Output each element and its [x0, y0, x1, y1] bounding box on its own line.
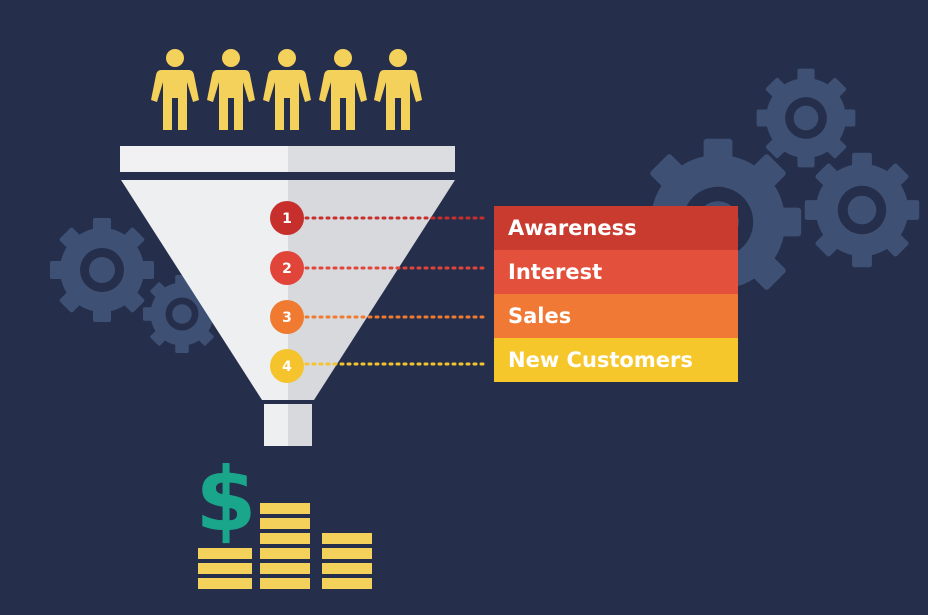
- people-group: [151, 49, 422, 130]
- step-dot-1: 1: [270, 201, 304, 235]
- step-dot-3: 3: [270, 300, 304, 334]
- person-icon: [319, 49, 367, 130]
- dollar-sign-icon: $: [195, 448, 256, 551]
- person-icon: [207, 49, 255, 130]
- funnel-icon: [120, 146, 455, 446]
- coin-stacks-icon: [198, 503, 372, 589]
- step-number-2: 2: [282, 261, 292, 277]
- step-number-3: 3: [282, 310, 292, 326]
- gear-icon-top-right: [756, 68, 856, 168]
- step-dot-2: 2: [270, 251, 304, 285]
- step-dot-4: 4: [270, 349, 304, 383]
- stage-label-awareness: Awareness: [494, 206, 738, 250]
- stage-label-interest: Interest: [494, 250, 738, 294]
- stage-label-sales: Sales: [494, 294, 738, 338]
- step-number-1: 1: [282, 211, 292, 227]
- person-icon: [263, 49, 311, 130]
- person-icon: [151, 49, 199, 130]
- stage-label-new-customers: New Customers: [494, 338, 738, 382]
- gear-icon-left: [50, 218, 154, 322]
- coin-stack-left: [198, 548, 252, 589]
- step-number-4: 4: [282, 359, 292, 375]
- gear-icon-right: [804, 152, 920, 268]
- coin-stack-middle: [260, 503, 310, 589]
- person-icon: [374, 49, 422, 130]
- connector-lines: [304, 216, 490, 366]
- coin-stack-right: [322, 533, 372, 589]
